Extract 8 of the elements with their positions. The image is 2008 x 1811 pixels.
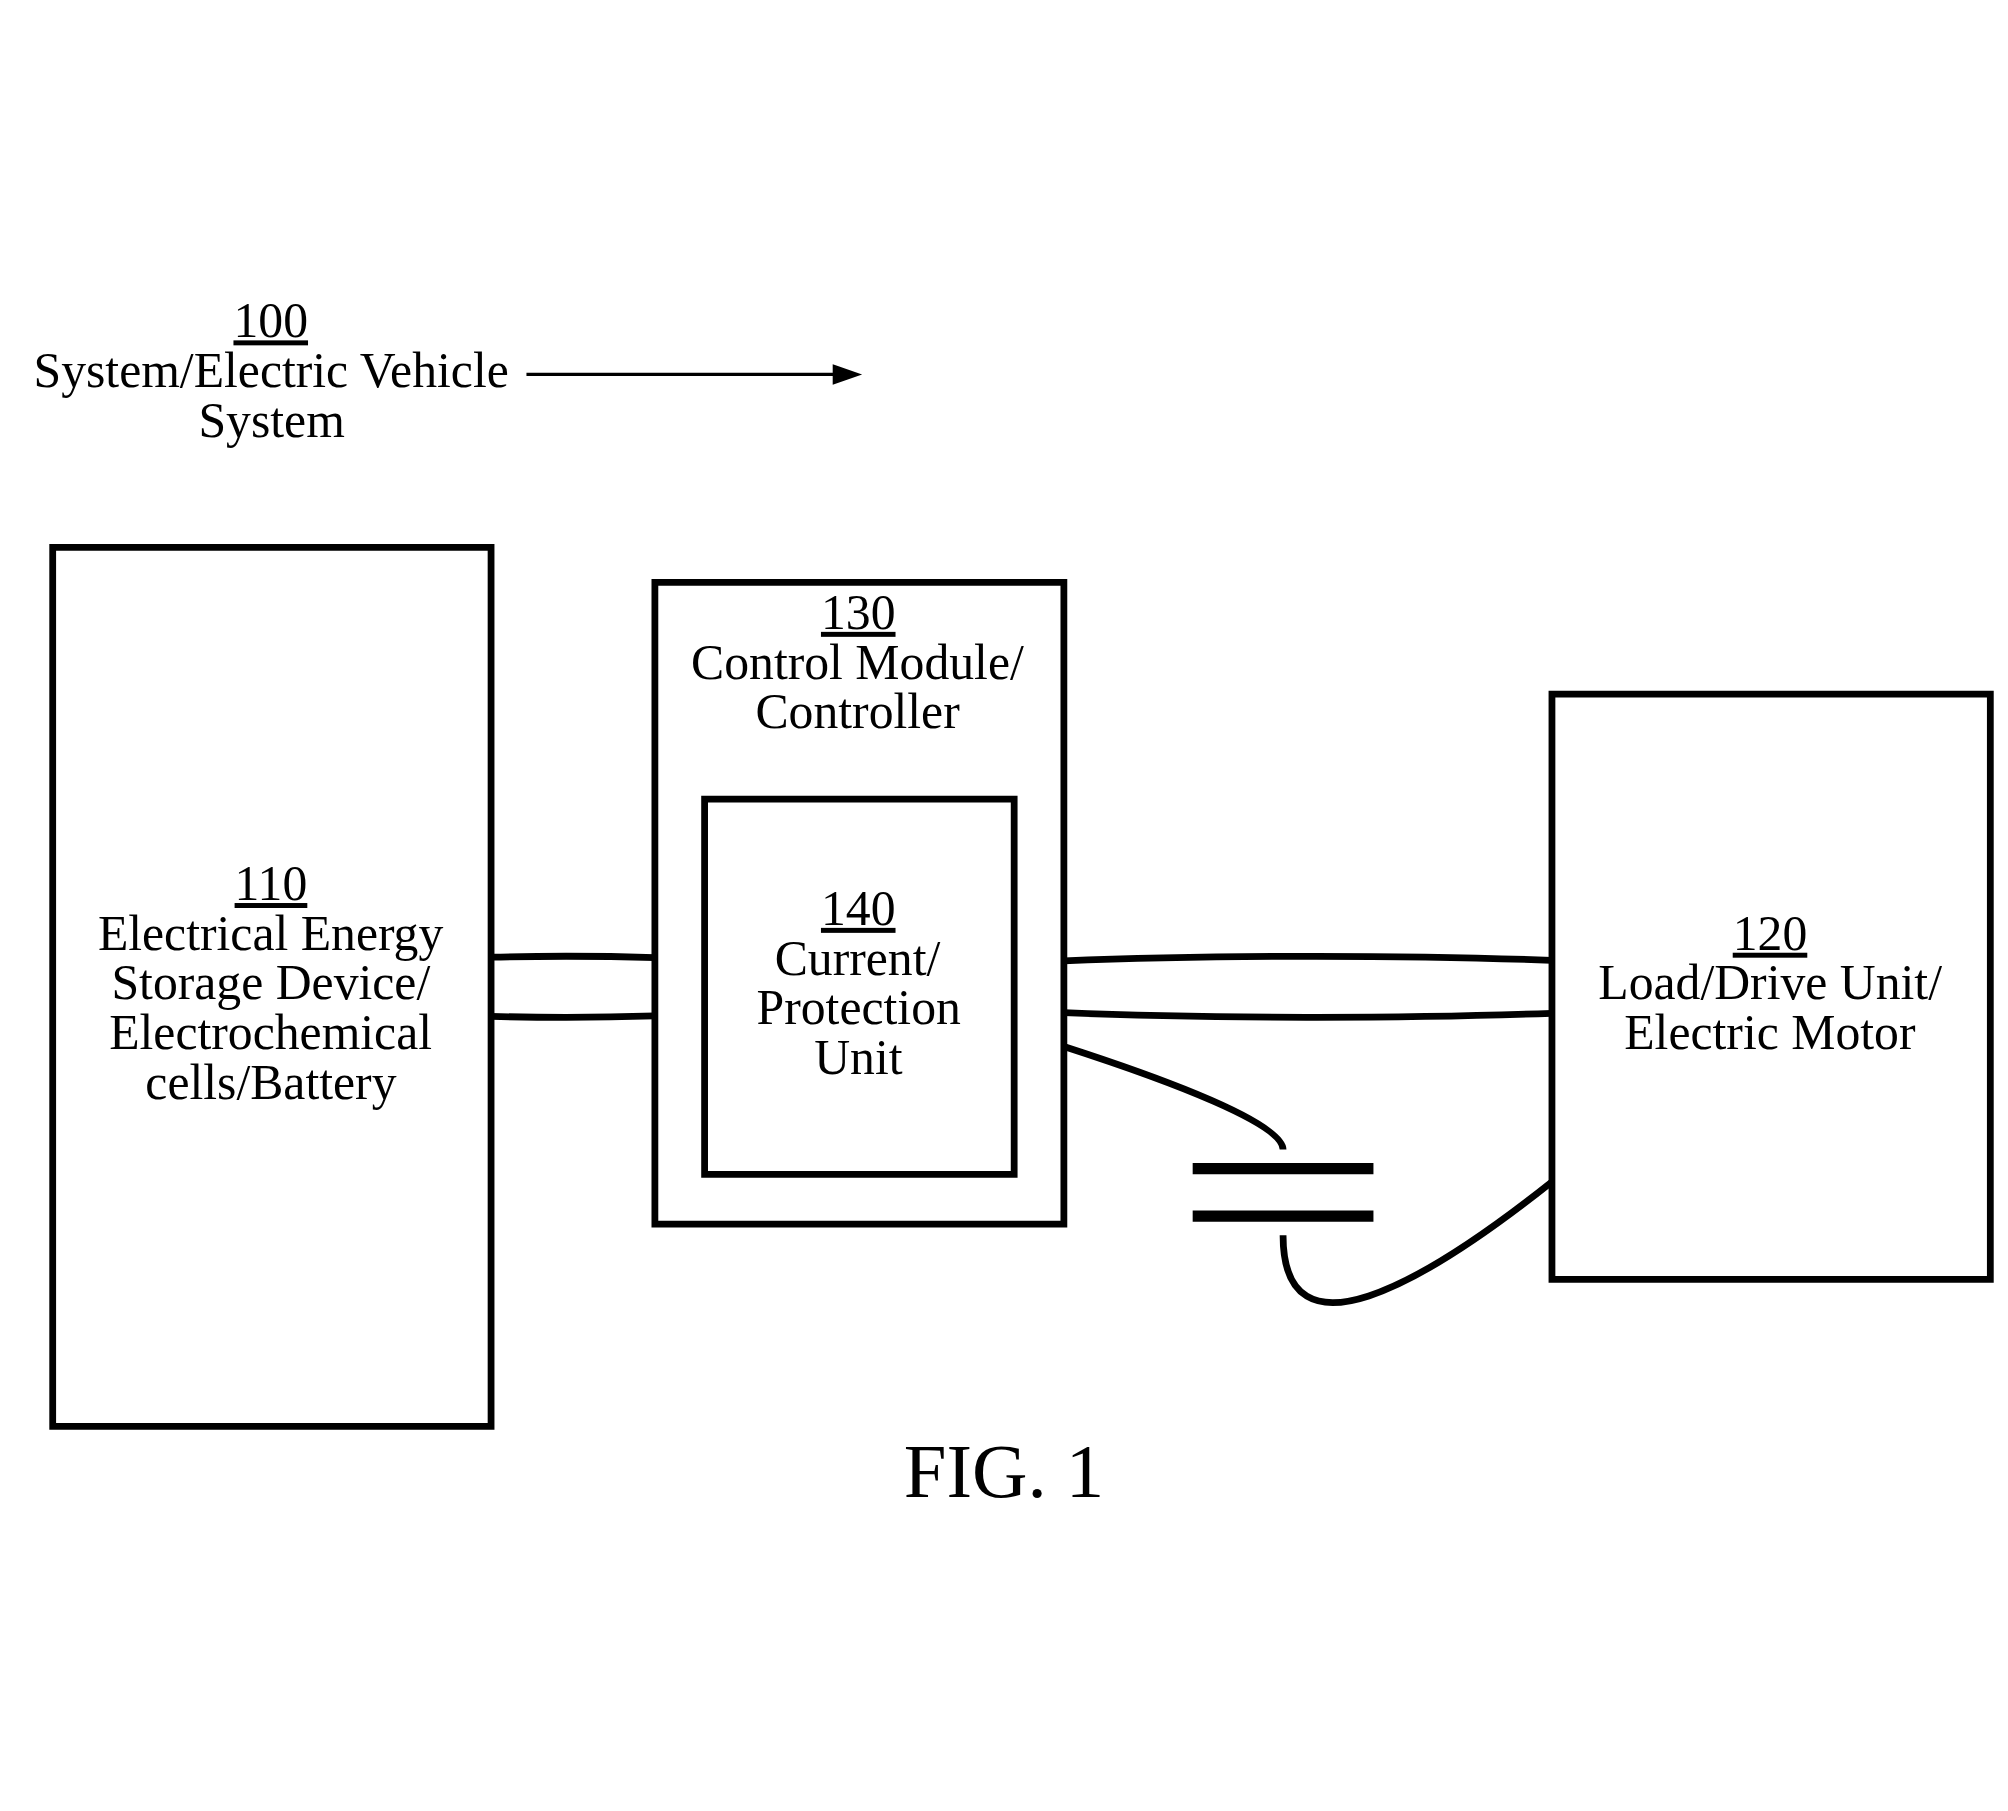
node-box: 120 Load/Drive Unit/ Electric Motor	[1548, 690, 1994, 1283]
connector	[491, 952, 655, 961]
arrow	[526, 363, 863, 385]
node-box: 110 Electrical Energy Storage Device/ Electrochemical cells/Battery	[49, 543, 495, 1430]
node-box: 140 Current/ Protection Unit	[701, 795, 1018, 1178]
caption: FIG. 1	[903, 1428, 1105, 1514]
node-text: 100 System/Electric Vehicle System	[33, 292, 509, 448]
connector	[491, 1012, 655, 1021]
